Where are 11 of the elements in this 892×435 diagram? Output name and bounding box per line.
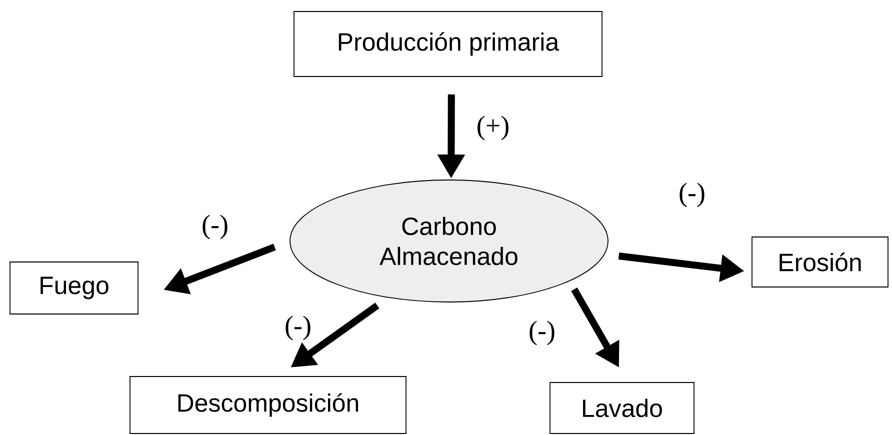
edge-label: (-)	[284, 314, 312, 342]
process-box: Lavado	[550, 382, 694, 434]
edge-label: (+)	[475, 114, 511, 142]
edge-label: (-)	[200, 214, 230, 240]
ellipse-node: Carbono Almacenado	[290, 180, 608, 302]
edge-label: (-)	[528, 320, 556, 346]
edge-label: (-)	[678, 182, 706, 208]
process-box: Fuego	[10, 262, 138, 314]
process-box: Erosión	[752, 236, 888, 288]
process-box: Descomposición	[130, 376, 406, 434]
process-box: Producción primaria	[294, 11, 602, 77]
